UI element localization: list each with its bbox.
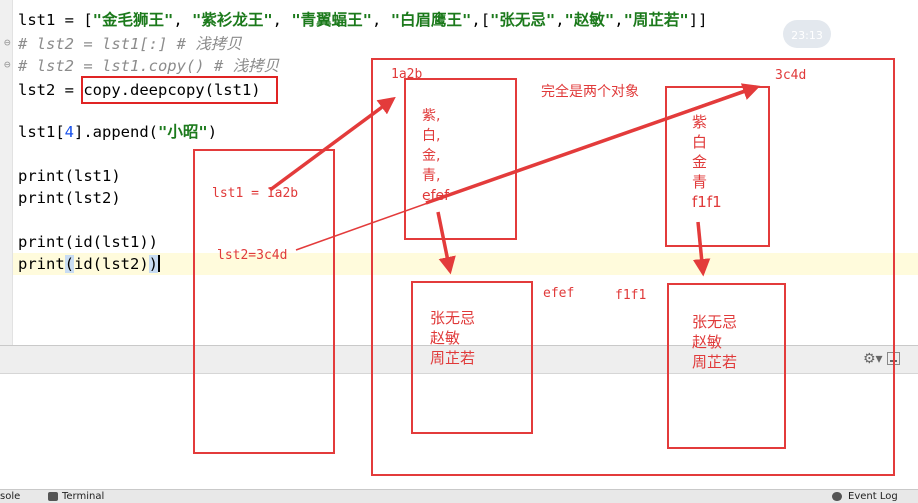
- code-line-3[interactable]: # lst2 = lst1.copy() # 浅拷贝: [18, 57, 280, 75]
- code-line-2[interactable]: # lst2 = lst1[:] # 浅拷贝: [18, 35, 242, 53]
- minimize-icon[interactable]: [887, 352, 900, 365]
- editor-gutter: [0, 0, 13, 345]
- string-literal: "紫衫龙王": [192, 11, 273, 29]
- gear-icon[interactable]: ⚙▾: [863, 351, 883, 367]
- string-literal: "周芷若": [623, 11, 689, 29]
- code-line-12[interactable]: print(id(lst2)): [18, 253, 161, 275]
- console-tab[interactable]: sole: [0, 491, 21, 502]
- fold-icon[interactable]: ⊖: [4, 36, 11, 49]
- code-editor[interactable]: lst1 = ["金毛狮王", "紫衫龙王", "青翼蝠王", "白眉鹰王",[…: [0, 0, 918, 345]
- tool-window-header: [0, 346, 918, 374]
- code-token: ,[: [471, 11, 491, 29]
- code-token: id(lst2): [74, 255, 149, 273]
- number-literal: 4: [64, 123, 75, 141]
- code-token: print: [18, 255, 65, 273]
- code-line-8[interactable]: print(lst1): [18, 167, 121, 185]
- code-token: ): [207, 123, 218, 141]
- fold-icon[interactable]: ⊖: [4, 58, 11, 71]
- code-token: lst2 =: [18, 81, 84, 99]
- string-literal: "金毛狮王": [92, 11, 174, 29]
- terminal-icon: [48, 492, 58, 501]
- terminal-tab[interactable]: Terminal: [62, 491, 105, 502]
- code-token: ]]: [688, 11, 708, 29]
- matched-paren: ): [148, 255, 159, 273]
- code-line-11[interactable]: print(id(lst1)): [18, 233, 158, 251]
- code-line-1[interactable]: lst1 = ["金毛狮王", "紫衫龙王", "青翼蝠王", "白眉鹰王",[…: [18, 9, 707, 31]
- code-token: ].append(: [74, 123, 159, 141]
- code-token: ,: [372, 11, 391, 29]
- status-bar: sole Terminal Event Log: [0, 489, 918, 503]
- code-line-4[interactable]: lst2 = copy.deepcopy(lst1): [18, 79, 261, 101]
- current-line-highlight: [13, 253, 918, 275]
- code-line-6[interactable]: lst1[4].append("小昭"): [18, 121, 217, 143]
- tool-window-body: [0, 374, 918, 489]
- string-literal: "张无忌": [490, 11, 556, 29]
- text-caret: [158, 255, 161, 272]
- string-literal: "白眉鹰王": [390, 11, 472, 29]
- string-literal: "赵敏": [564, 11, 615, 29]
- panel-divider[interactable]: [0, 345, 918, 346]
- clock-widget: 23:13: [783, 20, 831, 48]
- code-token: ,: [555, 11, 565, 29]
- matched-paren: (: [64, 255, 75, 273]
- code-line-9[interactable]: print(lst2): [18, 189, 121, 207]
- code-token: ,: [173, 11, 192, 29]
- code-token: ,: [614, 11, 624, 29]
- code-token: lst1 = [: [18, 11, 93, 29]
- string-literal: "青翼蝠王": [291, 11, 373, 29]
- event-log-tab[interactable]: Event Log: [848, 491, 898, 502]
- string-literal: "小昭": [158, 123, 208, 141]
- deepcopy-call: copy.deepcopy(lst1): [83, 81, 261, 99]
- code-token: lst1[: [18, 123, 65, 141]
- deepcopy-highlight-box: [81, 76, 278, 104]
- event-log-icon: [832, 492, 842, 501]
- code-token: ,: [272, 11, 292, 29]
